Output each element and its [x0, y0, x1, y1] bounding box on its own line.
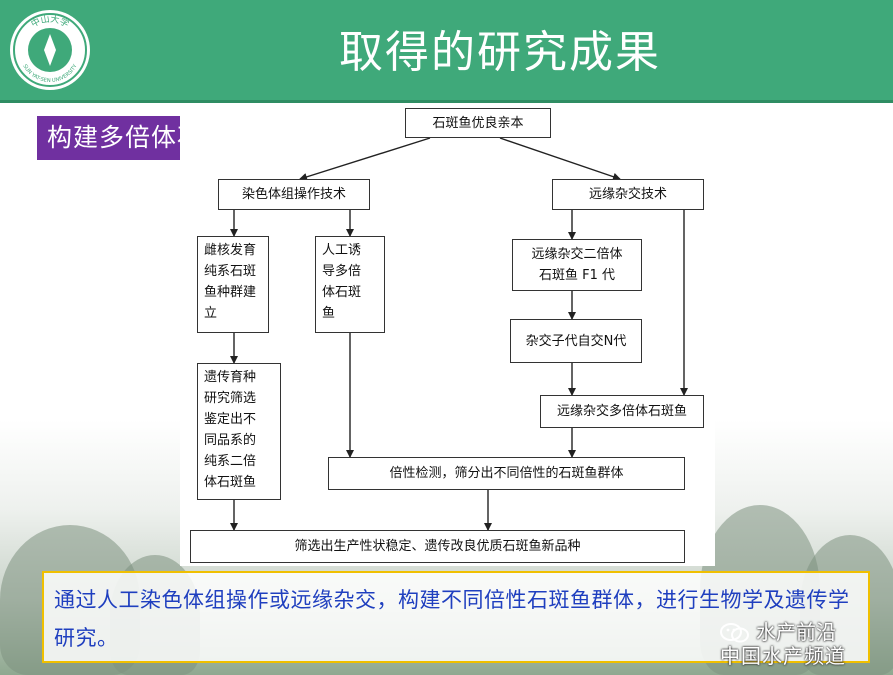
node-hybrid-selfing: 杂交子代自交N代: [510, 319, 642, 363]
node-polyploid: 人工诱 导多倍 体石斑 鱼: [315, 236, 385, 333]
node-branch-right: 远缘杂交技术: [552, 179, 704, 210]
node-final: 筛选出生产性状稳定、遗传改良优质石斑鱼新品种: [190, 530, 685, 563]
node-gynogenesis-label: 雌核发育 纯系石斑 鱼种群建 立: [204, 243, 257, 321]
node-branch-left-label: 染色体组操作技术: [241, 187, 346, 202]
university-logo: 中山大学 SUN YAT-SEN UNIVERSITY: [10, 10, 90, 90]
node-final-label: 筛选出生产性状稳定、遗传改良优质石斑鱼新品种: [294, 539, 581, 554]
watermark: 水产前沿 中国水产频道: [720, 616, 890, 670]
node-genetic-screen-label: 遗传育种 研究筛选 鉴定出不 同品系的 纯系二倍 体石斑鱼: [204, 370, 257, 490]
node-ploidy-detect-label: 倍性检测，筛分出不同倍性的石斑鱼群体: [389, 466, 624, 481]
node-branch-left: 染色体组操作技术: [218, 179, 370, 210]
node-hybrid-polyploid-label: 远缘杂交多倍体石斑鱼: [556, 404, 687, 419]
wechat-icon: [720, 623, 749, 643]
page-title: 取得的研究成果: [339, 27, 661, 78]
arrow-root-to-right: [499, 137, 621, 181]
node-hybrid-f1: 远缘杂交二倍体 石斑鱼 F1 代: [512, 239, 642, 291]
node-root-label: 石斑鱼优良亲本: [432, 115, 524, 131]
node-hybrid-f1-label: 远缘杂交二倍体 石斑鱼 F1 代: [531, 247, 623, 283]
summary-text: 通过人工染色体组操作或远缘杂交，构建不同倍性石斑鱼群体，进行生物学及遗传学研究。: [42, 571, 870, 663]
node-root: 石斑鱼优良亲本: [405, 108, 551, 138]
node-hybrid-selfing-label: 杂交子代自交N代: [525, 333, 627, 349]
watermark-line1: 水产前沿: [756, 620, 836, 644]
node-polyploid-label: 人工诱 导多倍 体石斑 鱼: [322, 243, 362, 321]
node-genetic-screen: 遗传育种 研究筛选 鉴定出不 同品系的 纯系二倍 体石斑鱼: [197, 363, 281, 500]
node-hybrid-polyploid: 远缘杂交多倍体石斑鱼: [540, 395, 704, 428]
node-branch-right-label: 远缘杂交技术: [588, 187, 667, 202]
node-ploidy-detect: 倍性检测，筛分出不同倍性的石斑鱼群体: [328, 457, 685, 490]
watermark-line2: 中国水产频道: [720, 644, 846, 668]
header-divider: [0, 100, 893, 103]
arrow-root-to-left: [299, 137, 431, 181]
node-gynogenesis: 雌核发育 纯系石斑 鱼种群建 立: [197, 236, 269, 333]
header-bar: 中山大学 SUN YAT-SEN UNIVERSITY 取得的研究成果: [0, 0, 893, 100]
